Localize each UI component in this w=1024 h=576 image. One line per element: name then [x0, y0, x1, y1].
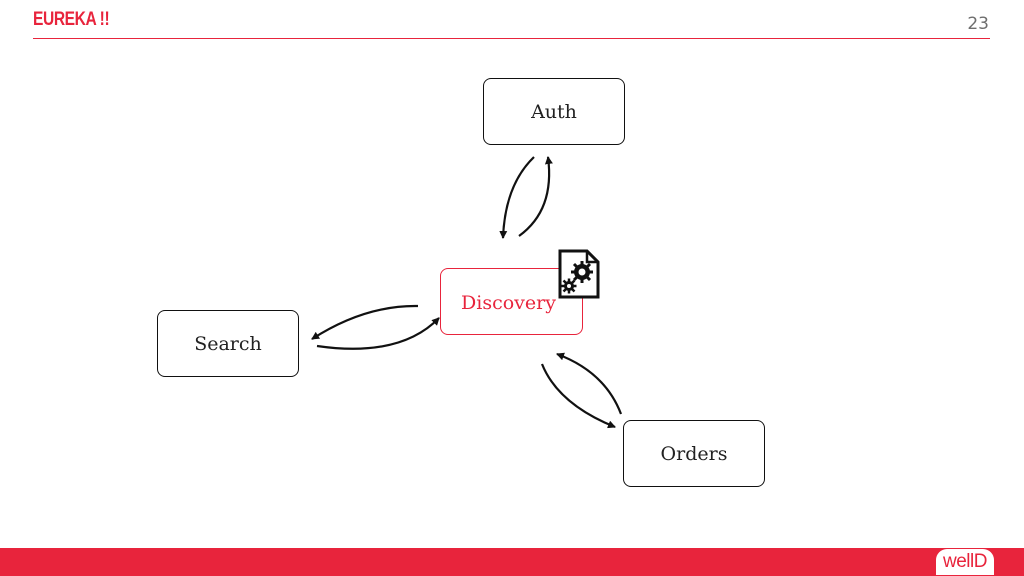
page-number: 23 [967, 14, 989, 34]
auth-label: Auth [531, 100, 577, 123]
footer-bar [0, 548, 1024, 576]
auth-node: Auth [483, 78, 625, 145]
arrow-auth-to-discovery [499, 156, 535, 239]
search-label: Search [194, 332, 262, 355]
welld-logo: wellD [936, 549, 994, 575]
orders-node: Orders [623, 420, 765, 487]
arrow-search-to-discovery [316, 317, 440, 350]
discovery-label: Discovery [461, 291, 556, 314]
arrow-orders-to-discovery [556, 352, 623, 415]
search-node: Search [157, 310, 299, 377]
arrow-discovery-to-auth [518, 156, 553, 237]
header-divider [33, 38, 990, 39]
config-file-gears-icon [558, 249, 600, 299]
orders-label: Orders [660, 442, 728, 465]
arrow-discovery-to-orders [540, 363, 616, 429]
slide-title: EUREKA !! [33, 9, 110, 30]
arrow-discovery-to-search [311, 304, 419, 340]
